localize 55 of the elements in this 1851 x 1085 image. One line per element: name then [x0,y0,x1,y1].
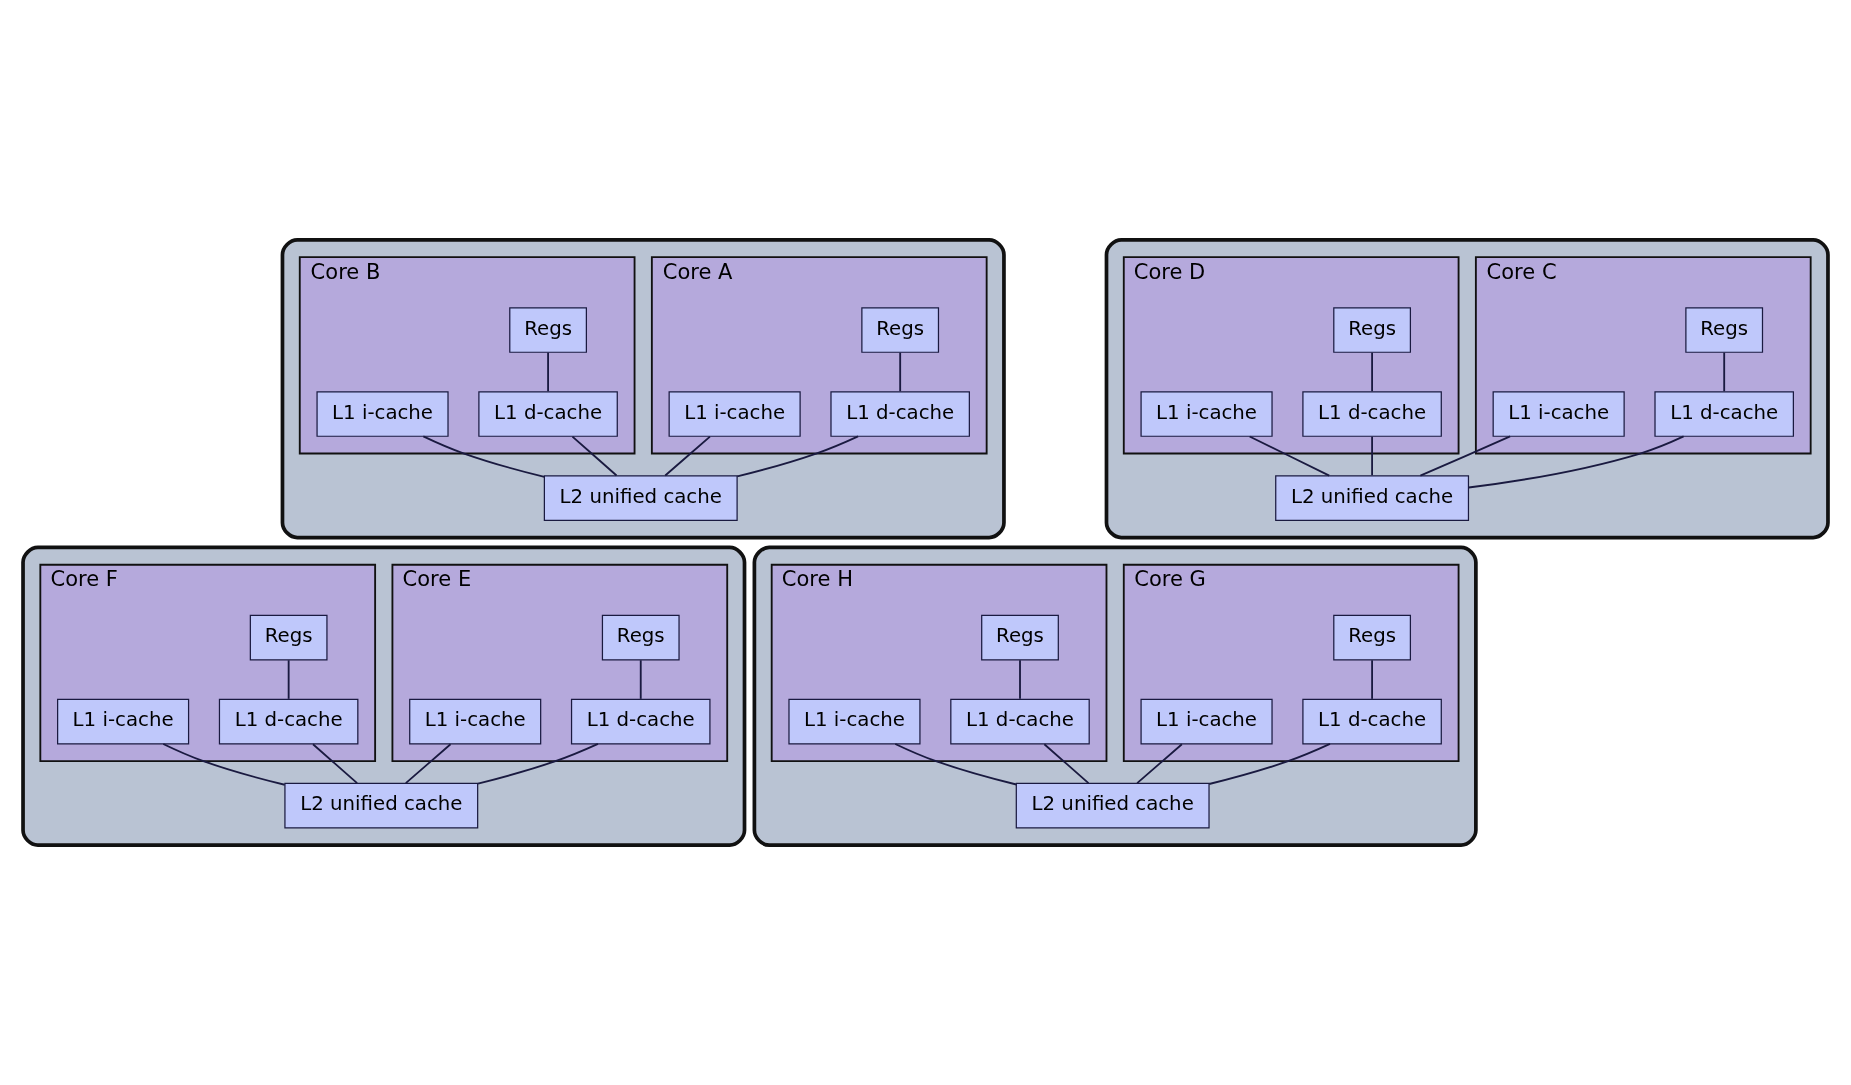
connector [1019,659,1021,700]
connector [162,743,286,786]
cluster [280,237,1006,540]
node-box: L1 d-cache [1302,391,1442,437]
connector [1467,435,1685,489]
connector [1136,743,1183,785]
cluster [21,545,747,848]
node-box: L1 d-cache [1654,391,1794,437]
connector [1371,659,1374,700]
node-box: Regs [249,614,328,661]
node-box: L2 unified cache [1275,475,1470,521]
connector [312,743,359,785]
node-box: L2 unified cache [543,475,738,521]
connector [894,743,1018,786]
node-box: L1 d-cache [218,698,359,745]
connector [664,435,711,477]
node-box: L2 unified cache [284,782,479,829]
connector [899,351,902,393]
connector [477,742,599,785]
node-box: L1 d-cache [478,391,618,437]
connector [736,435,859,478]
node-box: Regs [601,614,680,661]
node-box: L1 d-cache [1302,698,1442,745]
cluster [1104,237,1830,540]
connector [571,435,618,477]
node-box: Regs [1333,614,1411,661]
node-box: Regs [1333,307,1411,353]
node-box: L1 i-cache [668,391,801,437]
node-box: L1 i-cache [1140,698,1273,745]
node-box: L1 i-cache [409,698,542,745]
connector [1419,435,1512,477]
node-box: L1 i-cache [57,698,190,745]
connector [1371,435,1374,477]
connector [1723,351,1726,393]
connector [1208,743,1331,785]
connector [1043,743,1090,785]
connector [287,659,290,700]
cluster [752,545,1478,848]
node-box: L1 i-cache [1140,391,1273,437]
node-box: L1 d-cache [950,698,1090,745]
connector [1371,351,1374,393]
node-box: L1 i-cache [1492,391,1625,437]
connector [547,351,549,393]
node-box: Regs [509,307,587,353]
node-box: L1 d-cache [570,698,711,745]
connector [422,435,546,478]
node-box: Regs [861,307,940,353]
connector [404,743,452,785]
node-box: L2 unified cache [1015,782,1210,829]
node-box: Regs [981,614,1059,661]
node-box: L1 i-cache [316,391,449,437]
connector [639,659,642,700]
node-box: L1 d-cache [830,391,970,437]
node-box: L1 i-cache [788,698,921,745]
node-box: Regs [1685,307,1764,353]
